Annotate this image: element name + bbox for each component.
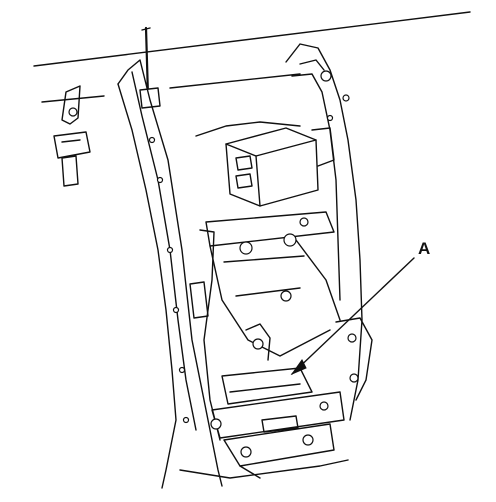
callout-label-a: A (418, 239, 430, 258)
lower-frame (179, 229, 373, 479)
upper-bracket (189, 211, 341, 357)
control-module (195, 121, 319, 207)
right-pillar-frame (285, 43, 363, 421)
support-rod (139, 26, 161, 109)
callout-a-leader (290, 257, 415, 376)
left-pillar-frame (117, 59, 223, 489)
background-reference-lines (33, 11, 471, 103)
sensor-connector (53, 85, 91, 187)
